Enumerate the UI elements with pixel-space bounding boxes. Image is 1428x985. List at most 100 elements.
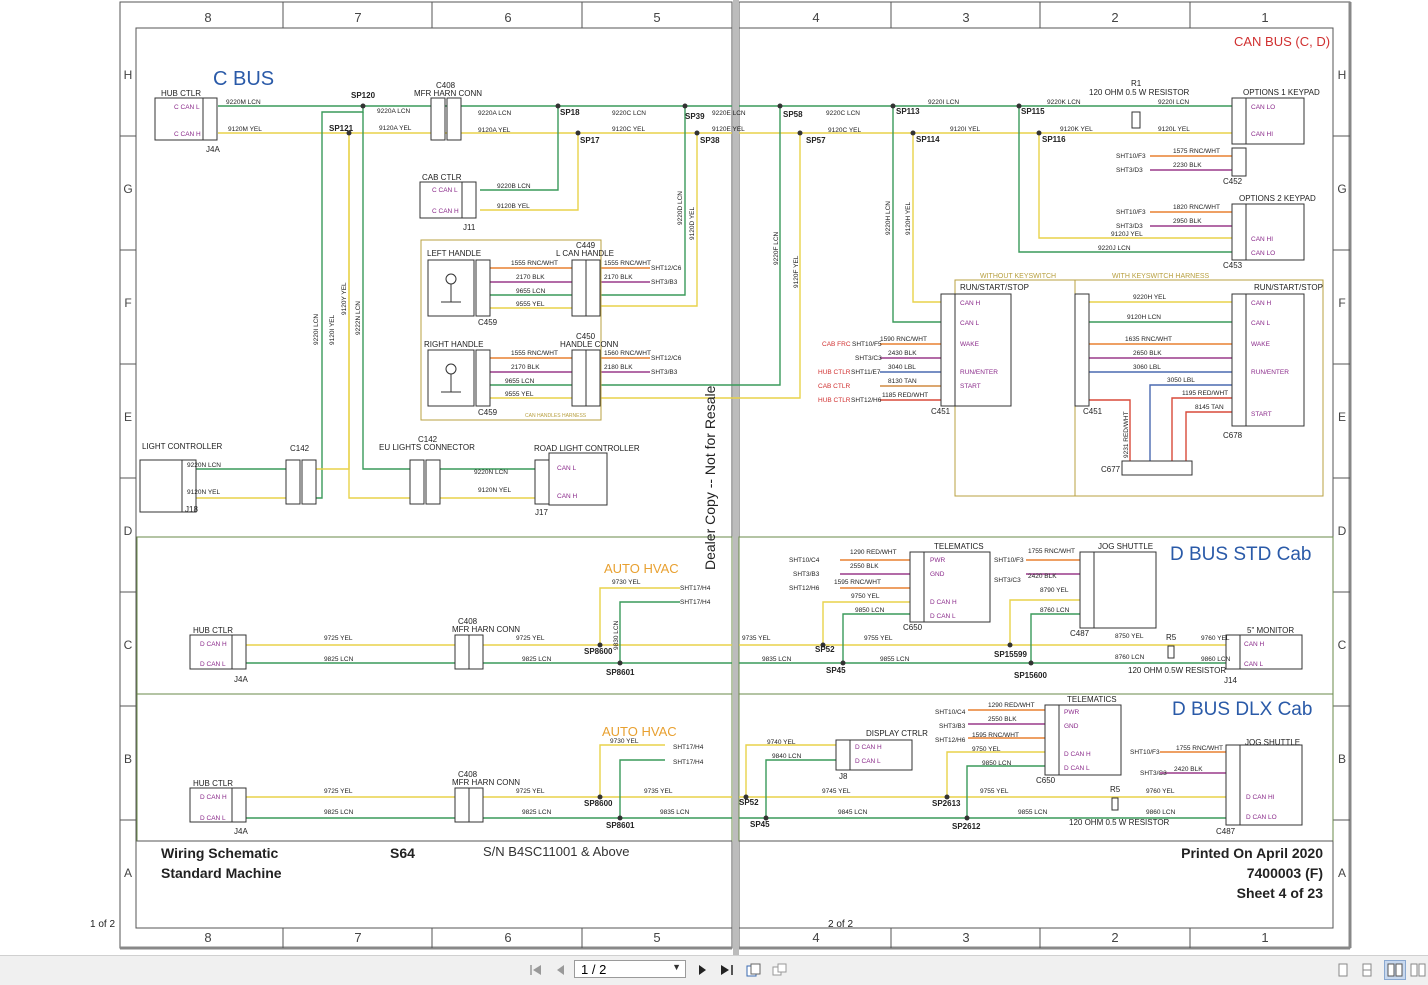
wire-9120k: 9120K YEL: [1060, 126, 1093, 133]
sp18: SP18: [560, 108, 580, 117]
pin-wake-rssl: WAKE: [960, 341, 980, 348]
handle-conn-label: HANDLE CONN: [560, 340, 618, 349]
pin-dcan-h-std: D CAN H: [200, 641, 227, 648]
zone-left-a: A: [124, 866, 132, 880]
wire-9755-dlx: 9755 YEL: [980, 788, 1009, 795]
watermark: Dealer Copy -- Not for Resale: [702, 385, 718, 570]
wire-2170-l: 2170 BLK: [516, 274, 545, 281]
title-sn: S/N B4SC11001 & Above: [483, 844, 629, 859]
first-page-button[interactable]: [527, 961, 545, 979]
title-doc: 7400003 (F): [1247, 865, 1323, 881]
zone-bottom-8: 8: [204, 930, 211, 945]
pin-run-rssl: RUN/ENTER: [960, 369, 998, 376]
zone-top-1: 1: [1261, 10, 1268, 25]
display-ctrlr-label: DISPLAY CTRLR: [866, 729, 928, 738]
first-page-icon: [530, 965, 541, 975]
prev-page-button[interactable]: [552, 961, 568, 979]
r5-dlx-desc: 120 OHM 0.5 W RESISTOR: [1069, 818, 1170, 827]
wire-1755-std: 1755 RNC/WHT: [1028, 548, 1075, 555]
cab-ctlr-label: CAB CTLR: [422, 173, 462, 182]
pin-can-lo-opt2: CAN LO: [1251, 250, 1275, 257]
wire-1290-dlx: 1290 RED/WHT: [988, 702, 1035, 709]
j8-label: J8: [839, 772, 848, 781]
jog-std-label: JOG SHUTTLE: [1098, 542, 1153, 551]
sp2612: SP2612: [952, 822, 981, 831]
opt2-label: OPTIONS 2 KEYPAD: [1239, 194, 1316, 203]
rotate-view-button[interactable]: [745, 961, 763, 979]
jog-dlx-box: [1239, 744, 1303, 826]
zone-left-f: F: [124, 296, 131, 310]
telematics-std-label: TELEMATICS: [934, 542, 984, 551]
wire-9120b: 9120B YEL: [497, 203, 530, 210]
wire-9750-std: 9750 YEL: [851, 593, 880, 600]
two-page-icon: [1387, 963, 1403, 977]
next-page-button[interactable]: [696, 961, 710, 979]
auto-hvac-dlx: AUTO HVAC: [602, 724, 677, 739]
page-selector-value: 1 / 2: [581, 961, 607, 977]
c650-std-label: C650: [903, 623, 923, 632]
pin-c-can-h-hub: C CAN H: [174, 131, 201, 138]
wire-9855-dlx: 9855 LCN: [1018, 809, 1048, 816]
hub-ctlr-std-label: HUB CTLR: [193, 626, 233, 635]
wire-1595-std: 1595 RNC/WHT: [834, 579, 881, 586]
wire-9220e: 9220E LCN: [712, 110, 746, 117]
ref-sht12-c6-r: SHT12/C6: [651, 355, 682, 362]
pin-dcanhi-jog: D CAN HI: [1246, 794, 1275, 801]
c451-right-label: C451: [1083, 407, 1103, 416]
wire-9555-l: 9555 YEL: [516, 301, 545, 308]
wire-9220h-vert: 9220H LCN: [885, 201, 892, 235]
single-page-view-button[interactable]: [1336, 961, 1350, 979]
continuous-view-button[interactable]: [1360, 961, 1374, 979]
wire-9860-dlx: 9860 LCN: [1146, 809, 1176, 816]
pin-dcanlo-jog: D CAN LO: [1246, 814, 1277, 821]
last-page-button[interactable]: [718, 961, 736, 979]
two-page-continuous-icon: [1410, 963, 1426, 977]
pin-can-h-road: CAN H: [557, 493, 578, 500]
two-page-continuous-button[interactable]: [1410, 961, 1426, 979]
c451-left-label: C451: [931, 407, 951, 416]
pin-wake-rssr: WAKE: [1251, 341, 1271, 348]
pin-dcanl-disp: D CAN L: [855, 758, 881, 765]
wire-9120c-2: 9120C YEL: [828, 127, 862, 134]
wire-3040: 3040 LBL: [888, 364, 916, 371]
wire-2550-std: 2550 BLK: [850, 563, 879, 570]
single-page-icon: [1338, 963, 1348, 977]
wire-2230: 2230 BLK: [1173, 162, 1202, 169]
pin-pwr-std: PWR: [930, 557, 945, 564]
ref-cab-ctlr: CAB CTLR: [818, 383, 850, 390]
pin-dcanl-tel-std: D CAN L: [930, 613, 956, 620]
sp39: SP39: [685, 112, 705, 121]
r5-dlx-label: R5: [1110, 785, 1121, 794]
wire-9845: 9845 LCN: [838, 809, 868, 816]
ref-sht3-d3-opt1: SHT3/D3: [1116, 167, 1143, 174]
title-sheet: Sheet 4 of 23: [1237, 885, 1324, 901]
wire-9220l: 9220I LCN: [1158, 99, 1189, 106]
wire-9120l: 9120L YEL: [1158, 126, 1190, 133]
two-page-view-button[interactable]: [1384, 960, 1406, 980]
pin-c-can-h-cab: C CAN H: [432, 208, 459, 215]
wire-2430: 2430 BLK: [888, 350, 917, 357]
ref-cab-frc: CAB FRC: [822, 341, 851, 348]
page-selector[interactable]: 1 / 2 ▼: [574, 960, 686, 978]
c142-label-a: C142: [290, 444, 310, 453]
sp8600-std: SP8600: [584, 647, 613, 656]
wire-8130: 8130 TAN: [888, 378, 917, 385]
pin-dcanl-tel-dlx: D CAN L: [1064, 765, 1090, 772]
wire-9220b: 9220B LCN: [497, 183, 531, 190]
j11-label: J11: [463, 223, 476, 232]
fit-page-button[interactable]: [771, 961, 789, 979]
pin-can-h-mon: CAN H: [1244, 641, 1265, 648]
wire-9755-std: 9755 YEL: [864, 635, 893, 642]
zone-bottom-6: 6: [504, 930, 511, 945]
wire-9220f-vert: 9220F LCN: [773, 231, 780, 265]
mfr-dlx-label: MFR HARN CONN: [452, 778, 520, 787]
wire-9835-std: 9835 LCN: [762, 656, 792, 663]
telematics-dlx-label: TELEMATICS: [1067, 695, 1117, 704]
wire-9730-std: 9730 YEL: [612, 579, 641, 586]
wire-9120h-r: 9120H LCN: [1127, 314, 1161, 321]
pin-can-h-rssl: CAN H: [960, 300, 981, 307]
zone-left-g: G: [123, 182, 132, 196]
wire-9760-std: 9760 YEL: [1201, 635, 1230, 642]
road-light-box: [548, 452, 608, 506]
j17-label: J17: [535, 508, 548, 517]
